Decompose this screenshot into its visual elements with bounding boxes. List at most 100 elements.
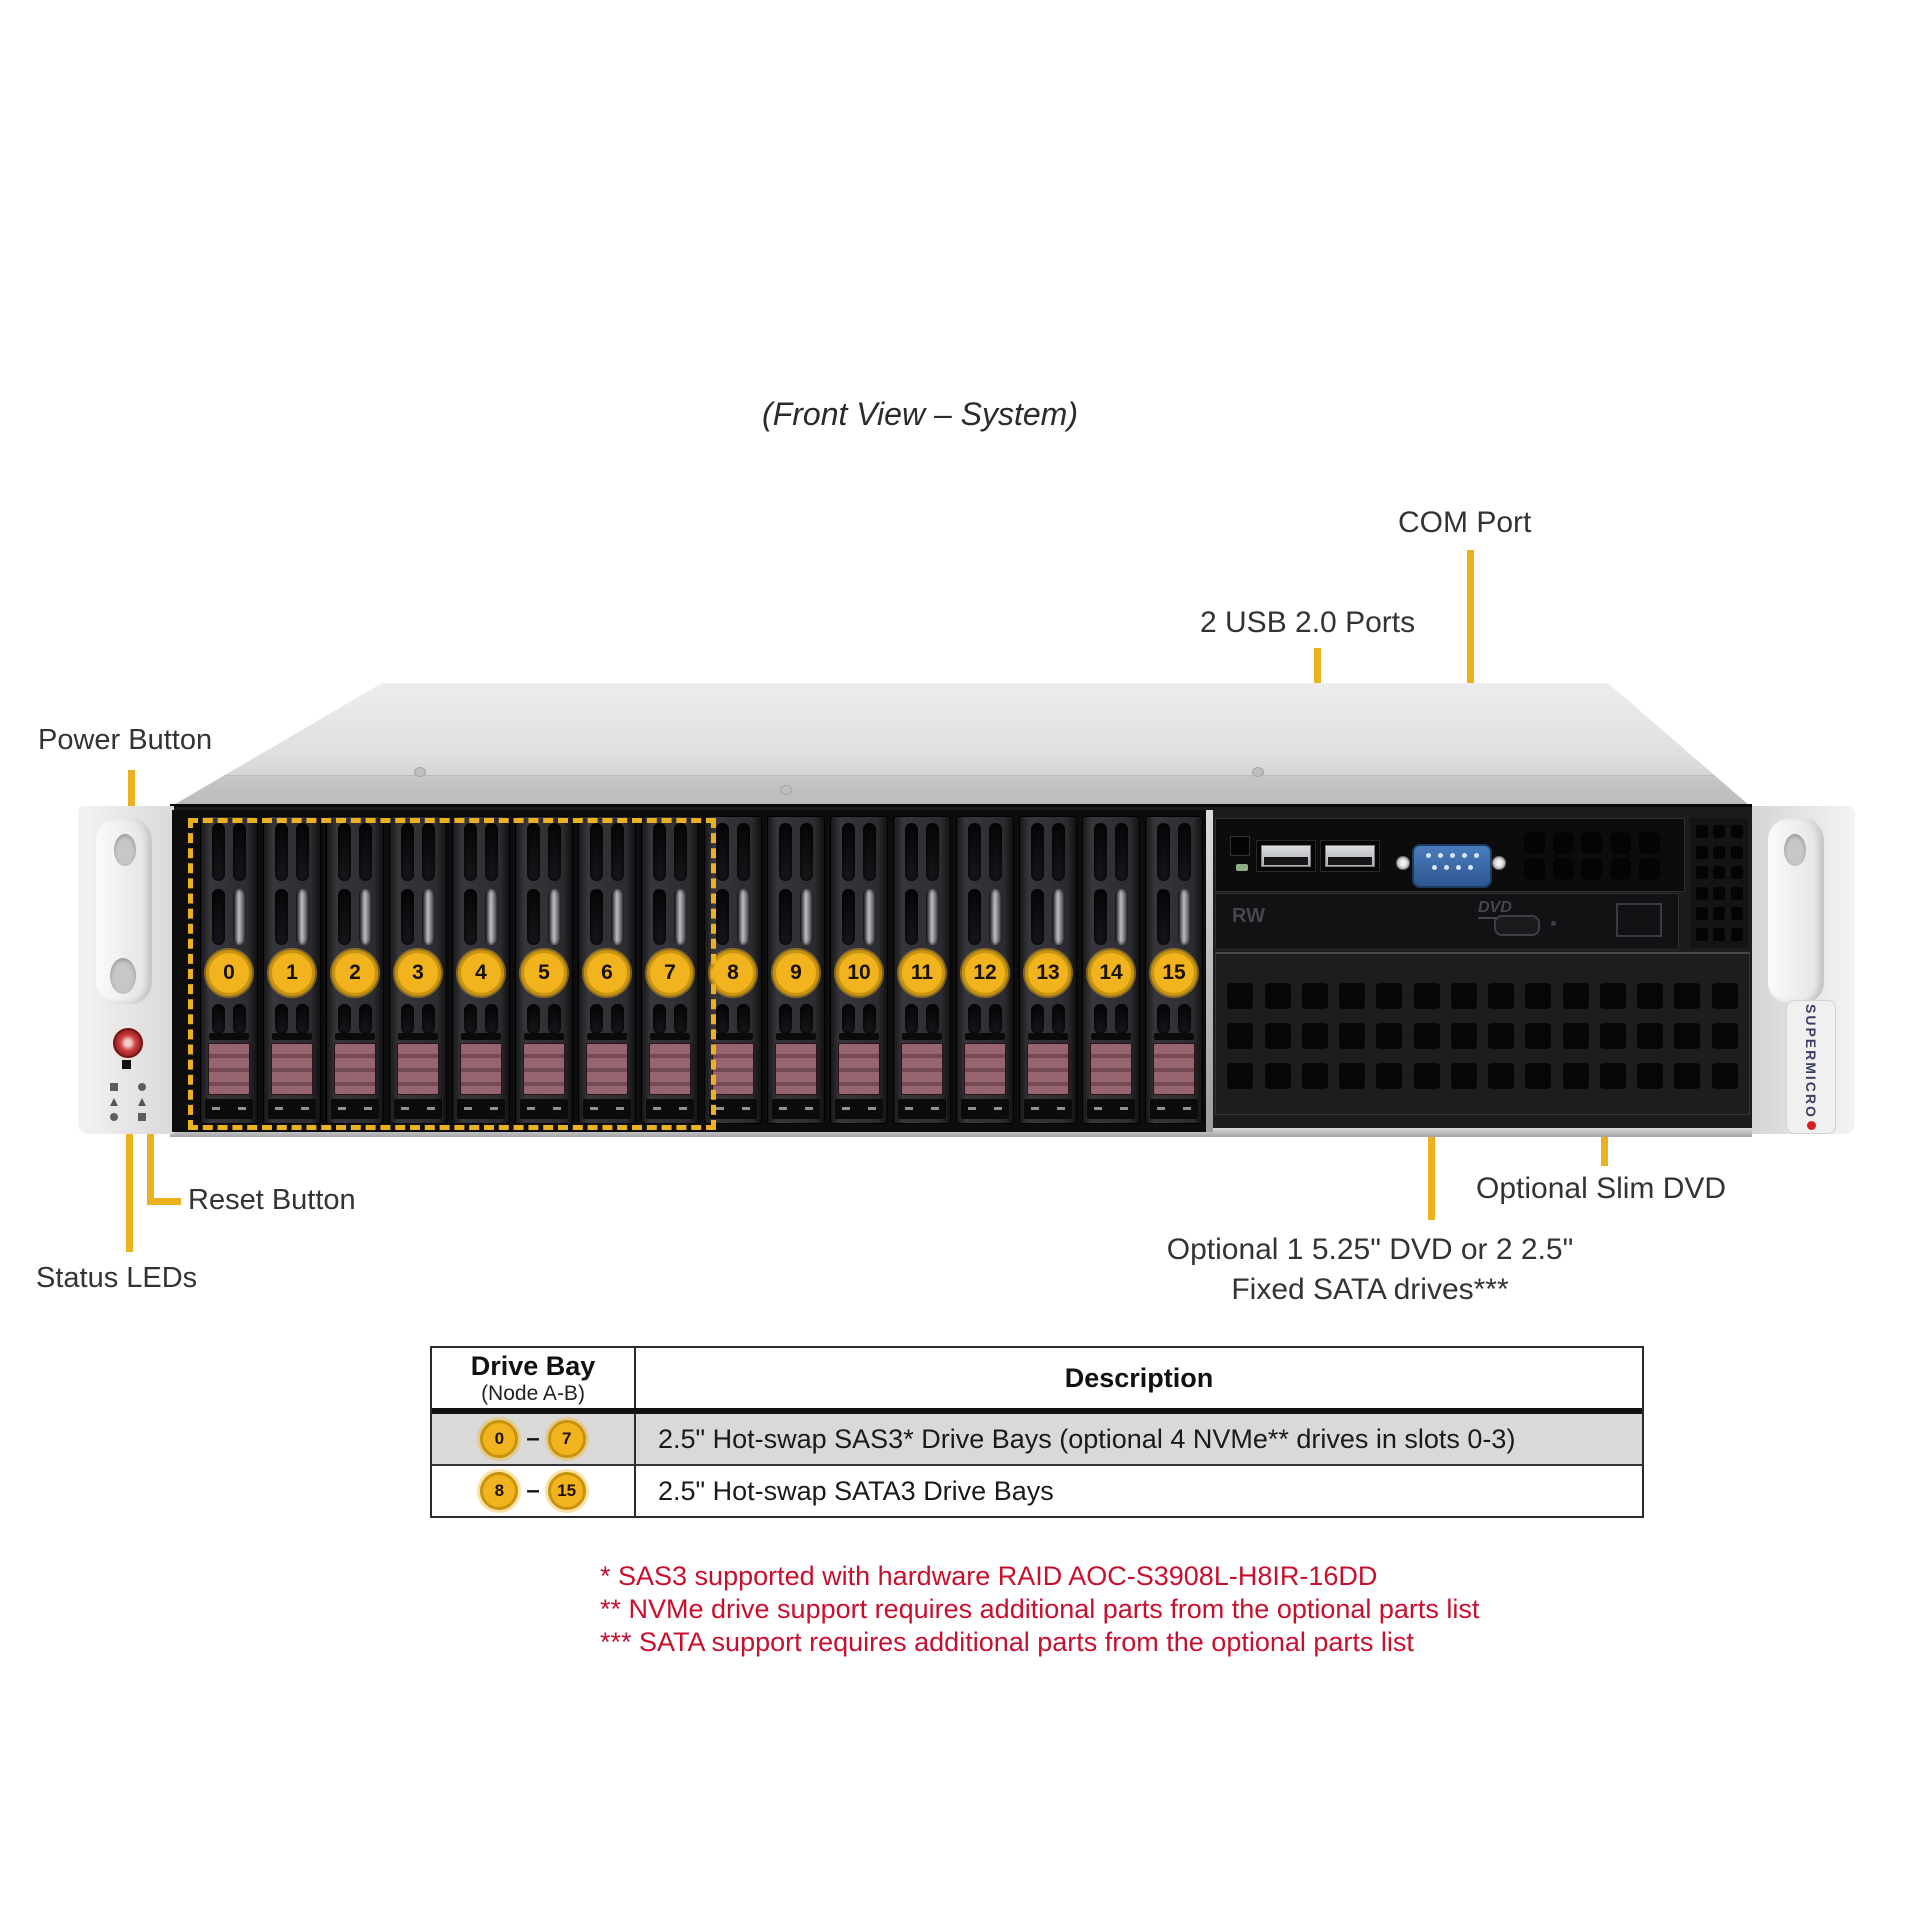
status-led <box>138 1112 146 1121</box>
reset-leader-seg3 <box>147 1198 181 1205</box>
footnotes: * SAS3 supported with hardware RAID AOC-… <box>600 1560 1479 1659</box>
bay-number-badge: 7 <box>547 1420 586 1458</box>
vent-hole <box>1301 1023 1328 1049</box>
vent-hole <box>1301 983 1328 1009</box>
io-vent-grille <box>1516 828 1668 884</box>
com-port-connector <box>1412 844 1492 888</box>
drive-tray-latch <box>1153 1043 1195 1095</box>
handle-notch <box>1784 834 1806 866</box>
range-dash: – <box>526 1425 540 1452</box>
vent-hole <box>1413 983 1440 1009</box>
vent-hole <box>1730 907 1743 921</box>
status-led-panel <box>100 1080 156 1124</box>
drive-bay-number-badge: 13 <box>1025 950 1071 996</box>
lower-vent-panel <box>1215 952 1750 1115</box>
vent-hole <box>1339 1063 1366 1089</box>
vent-hole <box>1637 1063 1664 1089</box>
vent-hole <box>1562 983 1589 1009</box>
table-header-row: Drive Bay (Node A-B) Description <box>432 1348 1642 1414</box>
vent-hole <box>1713 886 1725 900</box>
vent-hole <box>1227 983 1254 1009</box>
vent-hole <box>1227 1063 1254 1089</box>
com-port-pin <box>1467 865 1473 870</box>
drive-tray-release <box>1091 1033 1131 1040</box>
com-port-label: COM Port <box>1398 506 1532 539</box>
vent-hole <box>1376 983 1403 1009</box>
vent-hole <box>1711 983 1738 1009</box>
drive-tray: 1 <box>263 816 321 1124</box>
com-port-pin <box>1431 865 1437 870</box>
power-button-label: Power Button <box>38 724 213 756</box>
status-led <box>110 1112 118 1121</box>
drive-tray-latch <box>334 1043 376 1095</box>
vent-hole <box>1413 1023 1440 1049</box>
optional-bay-line1: Optional 1 5.25" DVD or 2 2.5" <box>1166 1233 1574 1266</box>
vent-hole <box>1695 845 1708 859</box>
chassis-bottom-rail <box>170 1128 1752 1137</box>
table-header-description: Description <box>1064 1362 1214 1393</box>
vent-hole <box>1376 1063 1403 1089</box>
bay-number-badge: 15 <box>547 1472 586 1510</box>
drive-tray-latch <box>775 1043 817 1095</box>
drive-bay-number-badge: 9 <box>773 950 819 996</box>
drive-tray-release <box>713 1033 753 1040</box>
drive-tray: 12 <box>956 816 1014 1124</box>
drive-bay-table: Drive Bay (Node A-B) Description 0 – 7 2… <box>430 1346 1644 1518</box>
drive-tray-release <box>776 1033 816 1040</box>
vent-hole <box>1599 1063 1626 1089</box>
usb-port-tongue <box>1328 857 1372 865</box>
handle-notch <box>114 834 136 866</box>
drive-tray: 15 <box>1145 816 1203 1124</box>
brand-logo-dot <box>1806 1121 1816 1131</box>
bay-range-cell: 0 – 7 <box>432 1414 636 1464</box>
drive-tray-release <box>461 1033 501 1040</box>
drive-tray: 14 <box>1082 816 1140 1124</box>
dvd-cert-logo-box <box>1616 903 1662 937</box>
vent-hole <box>1562 1023 1589 1049</box>
drive-tray-release <box>1154 1033 1194 1040</box>
brand-logo-text: SUPERMICRO <box>1803 1003 1819 1119</box>
drive-tray-latch <box>1090 1043 1132 1095</box>
drive-bay-number-badge: 14 <box>1088 950 1134 996</box>
drive-tray: 3 <box>389 816 447 1124</box>
vent-hole <box>1525 983 1552 1009</box>
table-row: 0 – 7 2.5" Hot-swap SAS3* Drive Bays (op… <box>432 1414 1642 1464</box>
vent-hole <box>1695 825 1708 839</box>
drive-tray-latch <box>397 1043 439 1095</box>
vent-hole <box>1674 1063 1701 1089</box>
vent-hole <box>1523 858 1545 880</box>
drive-bay-number-badge: 8 <box>710 950 756 996</box>
drive-bay-number-badge: 7 <box>647 950 693 996</box>
vent-hole <box>1264 983 1291 1009</box>
vent-hole <box>1552 832 1574 854</box>
bay-number-badge: 8 <box>480 1472 519 1510</box>
side-vent-grille <box>1690 818 1748 948</box>
drive-tray: 4 <box>452 816 510 1124</box>
vent-hole <box>1713 927 1725 941</box>
vent-hole <box>1301 1063 1328 1089</box>
drive-tray: 0 <box>200 816 258 1124</box>
com-port-pin <box>1461 853 1467 858</box>
table-header-drive-bay: Drive Bay (Node A-B) <box>432 1348 636 1408</box>
vent-hole <box>1713 907 1725 921</box>
vent-hole <box>1413 1063 1440 1089</box>
drive-bay-number-badge: 12 <box>962 950 1008 996</box>
status-led <box>138 1097 146 1106</box>
io-button <box>1230 836 1250 856</box>
drive-tray-latch <box>1027 1043 1069 1095</box>
drive-bay-number-badge: 1 <box>269 950 315 996</box>
com-port-pin <box>1449 853 1455 858</box>
drive-tray-latch <box>964 1043 1006 1095</box>
drive-bay-number-badge: 2 <box>332 950 378 996</box>
vent-hole <box>1730 886 1743 900</box>
footnote-sata: *** SATA support requires additional par… <box>600 1627 1414 1657</box>
usb-ports-label: 2 USB 2.0 Ports <box>1200 606 1416 639</box>
drive-tray-release <box>902 1033 942 1040</box>
drive-tray: 5 <box>515 816 573 1124</box>
drive-tray-latch <box>208 1043 250 1095</box>
chassis-left-ear <box>78 806 174 1134</box>
nvme-capable-bays-outline <box>188 818 716 1130</box>
drive-tray-latch <box>586 1043 628 1095</box>
vent-hole <box>1637 983 1664 1009</box>
